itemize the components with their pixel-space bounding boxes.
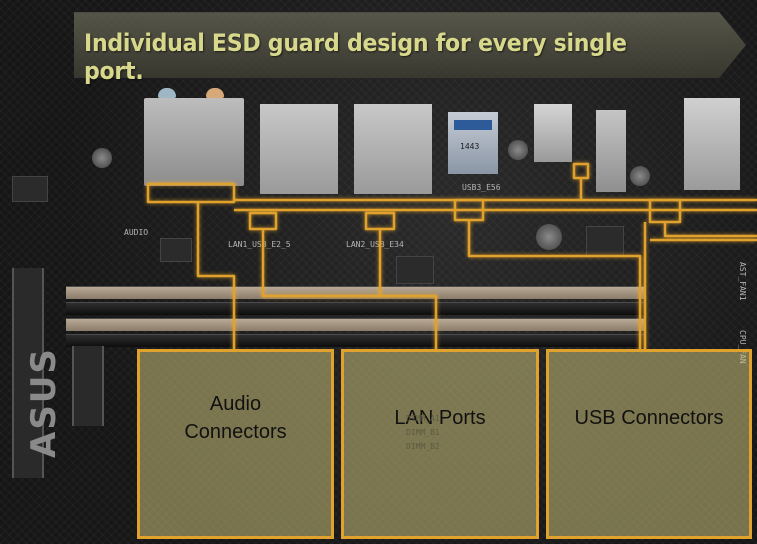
lan-port-1 — [260, 104, 338, 194]
usb-connectors-label: USB Connectors — [574, 407, 724, 429]
silk-usb3: USB3_E56 — [462, 183, 501, 192]
dimm-slot — [66, 302, 646, 315]
silk-fan1: AST_FAN1 — [738, 262, 747, 301]
banner-title: Individual ESD guard design for every si… — [84, 29, 627, 85]
lan1-callout-line — [261, 229, 438, 350]
lan-ports-box: LAN Ports — [341, 349, 539, 539]
lan2-esd-highlight — [364, 211, 396, 231]
silk-audio: AUDIO — [124, 228, 149, 237]
silk-dimm-a1: DIMM_A1 — [406, 414, 440, 423]
capacitor — [508, 140, 528, 160]
chip — [160, 238, 192, 262]
capacitor — [92, 148, 112, 168]
lan-ports-label: LAN Ports — [394, 407, 486, 429]
chip — [12, 176, 48, 202]
usb-port-stack — [684, 98, 740, 190]
chip — [396, 256, 434, 284]
audio-esd-highlight — [146, 182, 236, 204]
usb3-callout-line — [467, 220, 642, 350]
audio-jack-orange — [206, 88, 224, 98]
audio-connectors-label: Audio Connectors — [184, 393, 287, 443]
pcie-slot — [12, 268, 44, 478]
lan1-esd-highlight — [248, 211, 278, 231]
power-connector — [534, 104, 572, 162]
capacitor — [536, 224, 562, 250]
pcie-slot — [72, 346, 104, 426]
usb-right-line — [663, 222, 757, 238]
silk-dimm-b2: DIMM_B2 — [406, 442, 440, 451]
audio-jack-block — [144, 98, 244, 186]
capacitor — [630, 166, 650, 186]
dimm-slot — [66, 286, 646, 299]
audio-jack-blue — [158, 88, 176, 98]
title-banner — [74, 12, 746, 78]
usb-small-esd-highlight — [572, 162, 590, 180]
silk-dimm-b1: DIMM_B1 — [406, 428, 440, 437]
silk-usb3-port: 1443 — [460, 142, 480, 151]
usb3-port — [448, 112, 498, 174]
usb-connectors-box: USB Connectors — [546, 349, 752, 539]
usb-port-small — [596, 110, 626, 192]
silk-lan2: LAN2_USB_E34 — [346, 240, 404, 249]
audio-connectors-box: Audio Connectors — [137, 349, 334, 539]
silk-lan1: LAN1_USB_E2_5 — [228, 240, 291, 249]
dimm-slot — [66, 334, 646, 347]
lan-port-2 — [354, 104, 432, 194]
audio-callout-line — [196, 202, 236, 350]
silk-fan2: CPU_FAN — [738, 330, 747, 364]
dimm-slot — [66, 318, 646, 331]
